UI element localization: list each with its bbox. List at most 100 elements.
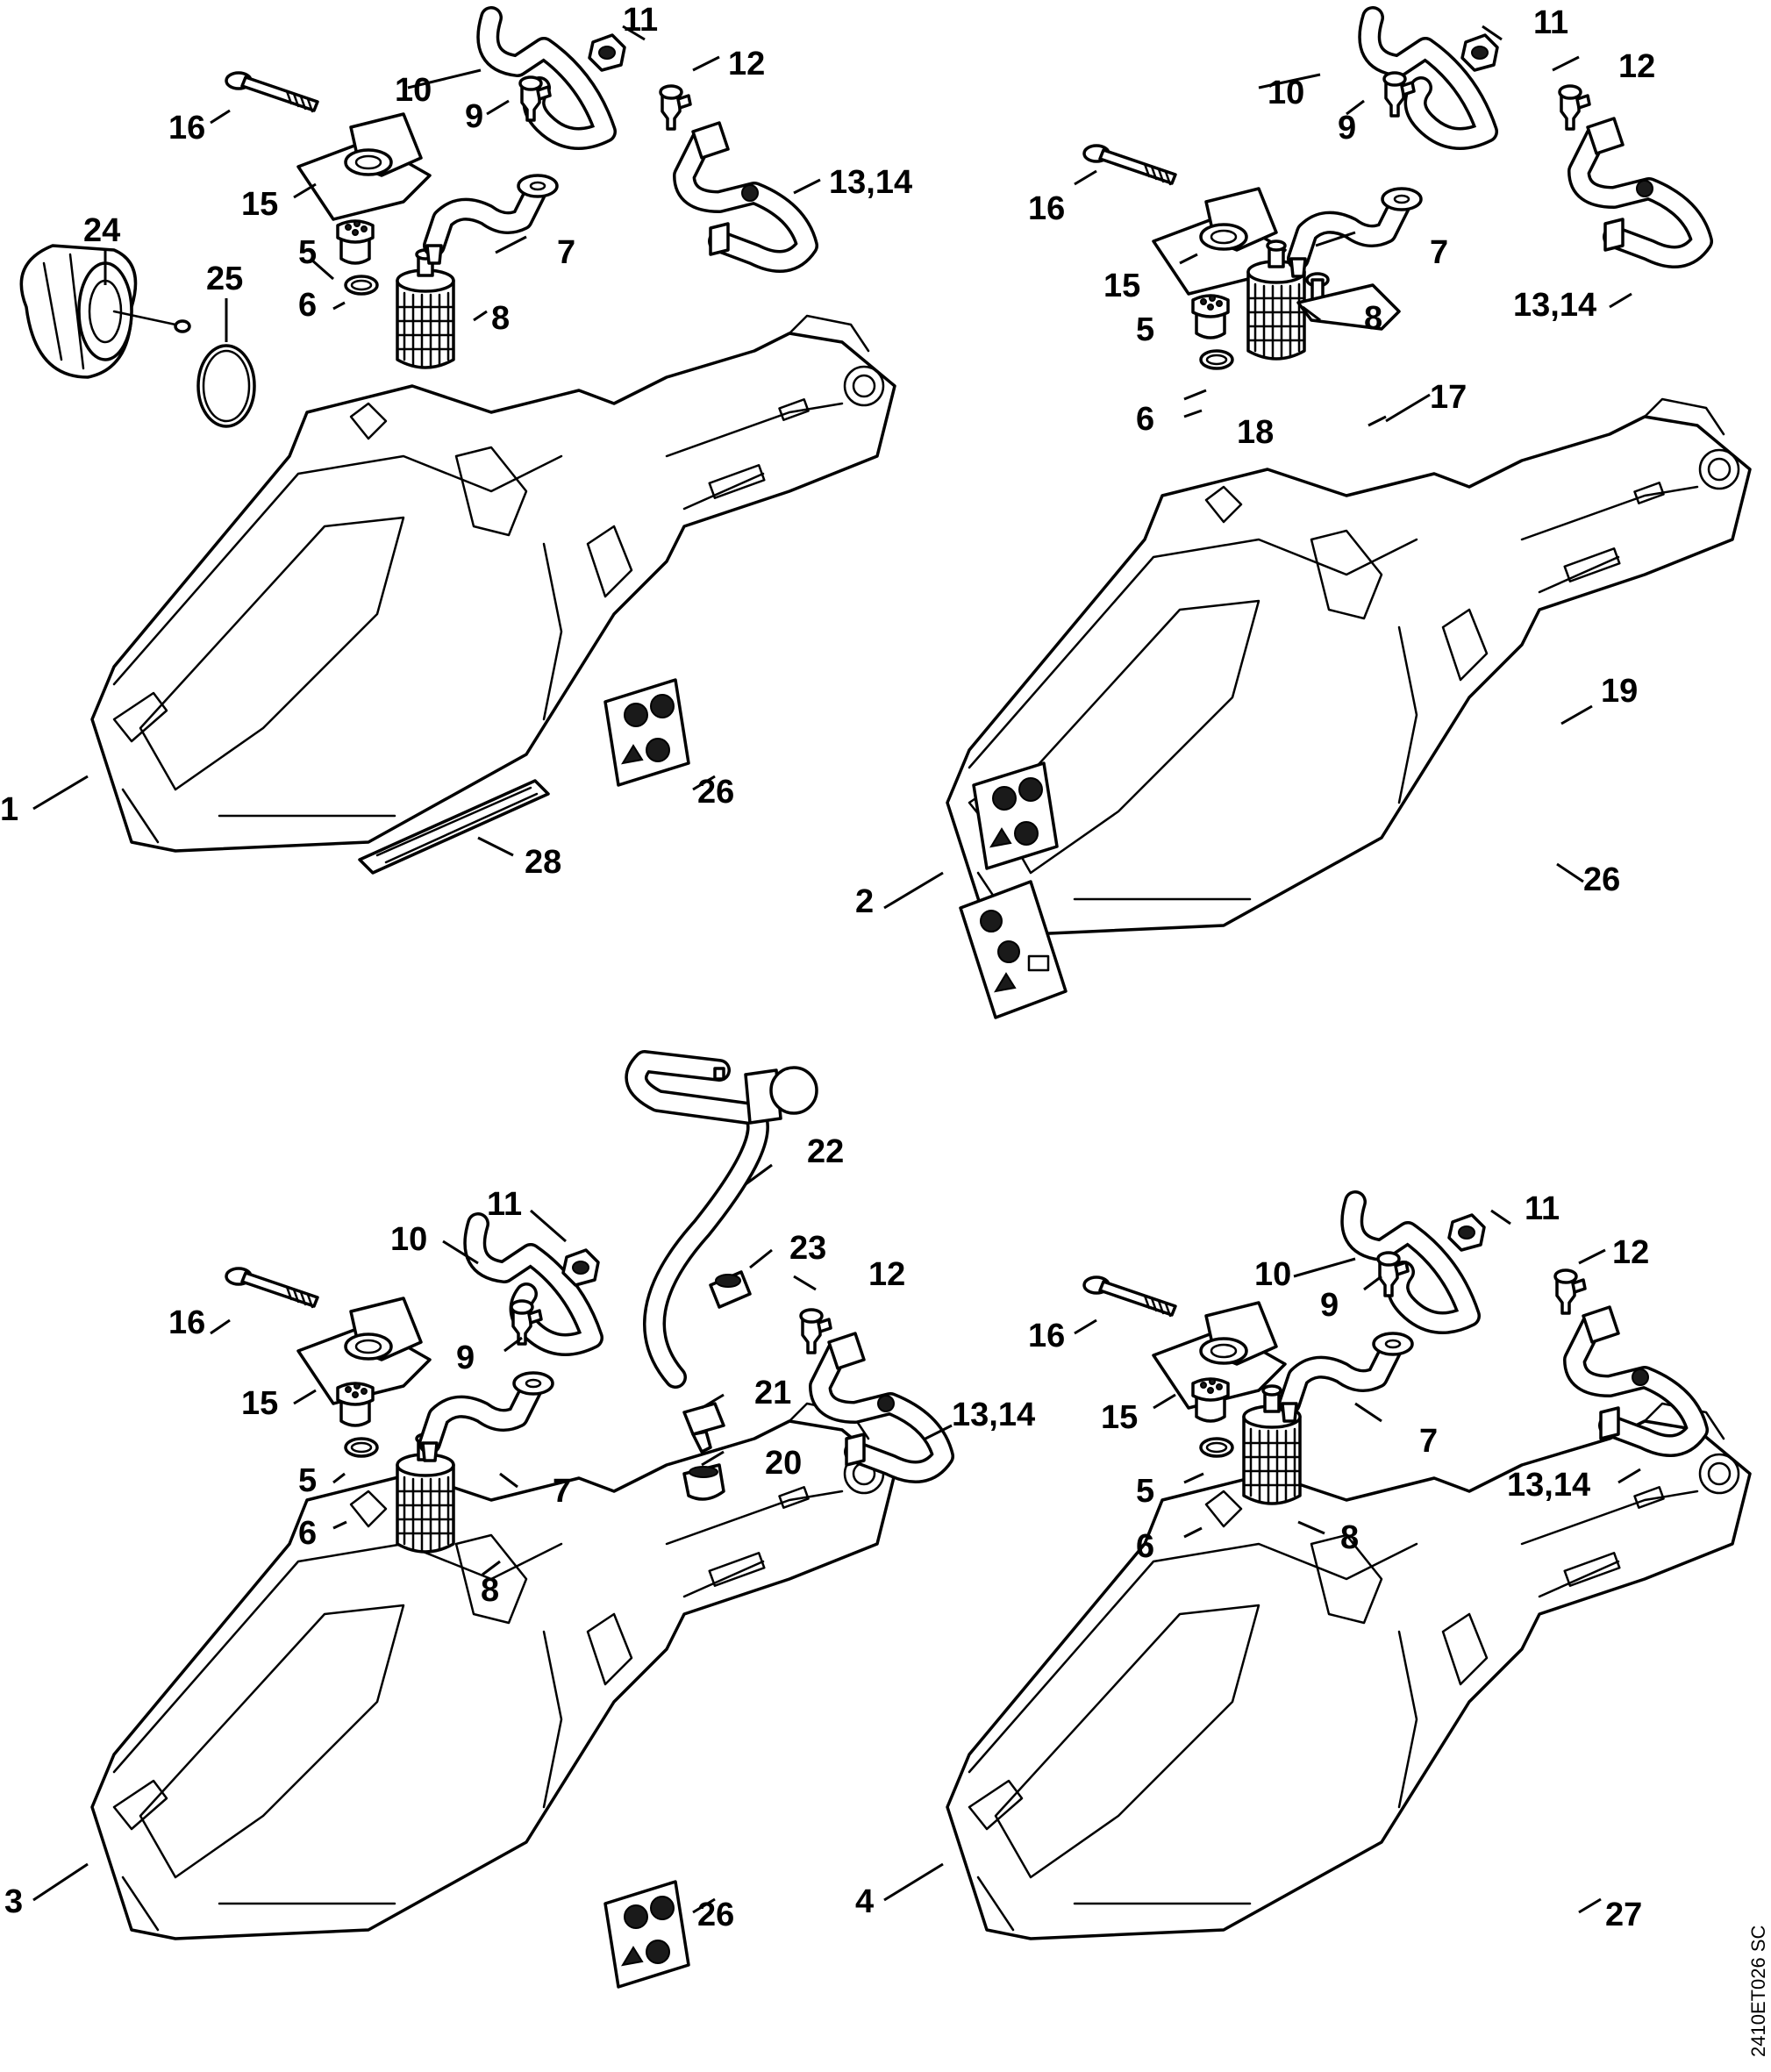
- callout-26: 26: [697, 1897, 734, 1933]
- o-ring-6: [1199, 1437, 1234, 1458]
- callout-19: 19: [1601, 673, 1638, 710]
- screw-16: [1082, 1275, 1177, 1318]
- loop-hose-10: [488, 18, 605, 139]
- callout-11: 11: [487, 1186, 522, 1223]
- tank-housing-4: [946, 1402, 1752, 1940]
- callout-10: 10: [390, 1221, 427, 1258]
- callout-7: 7: [553, 1473, 571, 1510]
- screw-16: [225, 1267, 319, 1309]
- callout-13-14: 13,14: [829, 164, 912, 201]
- callout-15: 15: [1101, 1399, 1138, 1436]
- leaders: [32, 25, 1641, 1914]
- cover-plate-15: [296, 112, 432, 221]
- callout-9: 9: [465, 98, 483, 135]
- warning-label-27: [959, 880, 1068, 1019]
- grommet-5: [1191, 294, 1230, 339]
- callout-10: 10: [1254, 1256, 1291, 1293]
- cover-17: [1296, 283, 1401, 331]
- nut-11: [588, 33, 626, 72]
- callout-12: 12: [1618, 48, 1655, 85]
- callout-5: 5: [298, 234, 317, 271]
- callout-10: 10: [395, 72, 432, 109]
- grommet-5: [336, 1382, 375, 1427]
- callout-13-14: 13,14: [952, 1397, 1035, 1433]
- callout-12: 12: [728, 46, 765, 82]
- callout-18: 18: [1237, 414, 1274, 451]
- callout-13-14: 13,14: [1513, 287, 1596, 324]
- nut-11: [561, 1248, 600, 1287]
- callout-9: 9: [1338, 110, 1356, 146]
- callout-6: 6: [1136, 401, 1154, 438]
- callout-5: 5: [298, 1462, 317, 1499]
- callout-1: 1: [0, 791, 18, 828]
- callout-8: 8: [481, 1572, 499, 1609]
- callout-6: 6: [298, 287, 317, 324]
- callout-25: 25: [206, 261, 243, 297]
- tank-housing-2: [946, 397, 1752, 936]
- grommet-5: [336, 219, 375, 265]
- callout-16: 16: [1028, 190, 1065, 227]
- callout-26: 26: [1583, 861, 1620, 898]
- view-2: [946, 18, 1752, 936]
- fuel-filter-8: [396, 248, 455, 369]
- view-4: [946, 880, 1752, 1940]
- callout-6: 6: [1136, 1528, 1154, 1565]
- grommet-20: [682, 1463, 725, 1501]
- loop-hose-10: [1352, 1202, 1469, 1323]
- pickup-hose-13-14: [684, 123, 807, 261]
- callout-8: 8: [1340, 1519, 1359, 1556]
- pickup-hose-13-14: [1579, 118, 1702, 257]
- connector-12: [1553, 1268, 1587, 1315]
- callout-7: 7: [1430, 234, 1448, 271]
- callout-16: 16: [168, 110, 205, 146]
- callout-26: 26: [697, 774, 734, 811]
- callout-12: 12: [1612, 1234, 1649, 1271]
- o-ring-25: [196, 344, 256, 428]
- callout-7: 7: [1419, 1423, 1438, 1460]
- callout-4: 4: [855, 1883, 874, 1920]
- callout-15: 15: [1103, 268, 1140, 304]
- callout-11: 11: [1533, 4, 1568, 41]
- callout-labels: 1 5 6 7 8 9 10 11 12 13,14 15 16 24 25 2…: [0, 2, 1655, 1933]
- tank-housing-3: [90, 1402, 896, 1940]
- strip-28: [358, 779, 550, 875]
- callout-15: 15: [241, 186, 278, 223]
- pickup-hose-13-14: [1575, 1307, 1697, 1446]
- grommet-5: [1191, 1377, 1230, 1423]
- o-ring-6: [344, 275, 379, 296]
- callout-8: 8: [1364, 300, 1382, 337]
- nut-11: [1447, 1213, 1486, 1252]
- fuel-line-22: [625, 1050, 818, 1389]
- o-ring-6: [344, 1437, 379, 1458]
- callout-12: 12: [868, 1256, 905, 1293]
- elbow-hose-7: [427, 175, 557, 263]
- callout-10: 10: [1268, 75, 1304, 111]
- callout-15: 15: [241, 1385, 278, 1422]
- screw-16: [225, 71, 319, 113]
- connector-12: [799, 1308, 832, 1354]
- view-1: [19, 18, 896, 875]
- callout-11: 11: [1525, 1190, 1560, 1227]
- elbow-hose-7: [1291, 189, 1421, 276]
- connector-12: [659, 84, 692, 131]
- callout-5: 5: [1136, 311, 1154, 348]
- view-3: [90, 1050, 943, 1989]
- callout-9: 9: [1320, 1287, 1339, 1324]
- callout-5: 5: [1136, 1473, 1154, 1510]
- callout-23: 23: [789, 1230, 826, 1267]
- elbow-hose-7: [1282, 1333, 1412, 1421]
- callout-8: 8: [491, 300, 510, 337]
- connector-21: [682, 1402, 725, 1454]
- callout-7: 7: [557, 234, 575, 271]
- grommet-23: [709, 1270, 752, 1309]
- callout-6: 6: [298, 1515, 317, 1552]
- callout-22: 22: [807, 1133, 844, 1170]
- nut-11: [1460, 33, 1499, 72]
- warning-label-26: [603, 1880, 690, 1989]
- callout-20: 20: [765, 1445, 802, 1482]
- callout-16: 16: [1028, 1318, 1065, 1354]
- callout-11: 11: [623, 2, 658, 39]
- warning-label-26: [603, 678, 690, 787]
- elbow-hose-7: [423, 1373, 553, 1461]
